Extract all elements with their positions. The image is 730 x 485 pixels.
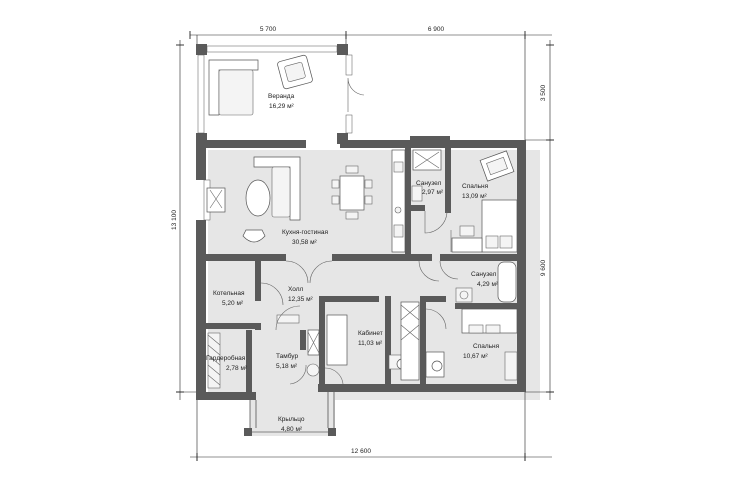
veranda-structure xyxy=(196,44,365,144)
dimension-lines xyxy=(176,31,554,461)
room-bath2-name: Санузел xyxy=(471,271,497,278)
room-boiler-name: Котельная xyxy=(213,290,245,297)
dim-right-lower: 9 600 xyxy=(540,259,547,276)
bathroom-1-fixtures xyxy=(411,149,448,234)
room-wardrobe-name: Гардеробная xyxy=(206,354,246,362)
room-bedroom2-area: 10,67 м² xyxy=(463,353,489,360)
room-kitchen-area: 30,58 м² xyxy=(292,239,318,246)
dim-left: 13 100 xyxy=(171,210,178,230)
room-bedroom1-name: Спальня xyxy=(462,183,489,190)
dim-bottom: 12 600 xyxy=(351,448,371,455)
bathroom-2-fixtures xyxy=(439,260,517,303)
porch-structure xyxy=(244,392,336,436)
entrance-details xyxy=(207,305,320,389)
room-labels: Веранда 16,29 м² Кухня-гостиная 30,58 м²… xyxy=(206,93,500,433)
room-office-area: 11,03 м² xyxy=(358,340,383,347)
room-boiler-area: 5,20 м² xyxy=(222,300,244,307)
room-veranda-name: Веранда xyxy=(268,93,295,100)
room-kitchen-name: Кухня-гостиная xyxy=(282,229,328,236)
room-bedroom2-name: Спальня xyxy=(473,343,500,350)
kitchen-living-furniture xyxy=(203,149,406,253)
room-office-name: Кабинет xyxy=(358,329,383,337)
hall-details xyxy=(260,260,440,324)
building-shadow xyxy=(208,150,540,436)
room-porch-area: 4,80 м² xyxy=(281,426,303,433)
room-porch-name: Крыльцо xyxy=(278,416,305,423)
interior-walls xyxy=(206,148,526,400)
room-bedroom1-area: 13,09 м² xyxy=(462,193,488,200)
exterior-walls xyxy=(196,136,526,400)
room-bath1-area: 2,97 м² xyxy=(422,189,444,196)
room-hall-area: 12,35 м² xyxy=(288,296,314,303)
room-wardrobe-area: 2,78 м² xyxy=(226,365,248,372)
room-veranda-area: 16,29 м² xyxy=(269,103,295,110)
dim-top-right: 6 900 xyxy=(428,26,445,33)
room-bath2-area: 4,29 м² xyxy=(477,281,499,288)
room-vestibule-name: Тамбур xyxy=(276,352,298,360)
dim-top-left: 5 700 xyxy=(260,26,277,33)
office-furniture xyxy=(324,301,420,385)
room-vestibule-area: 5,18 м² xyxy=(276,363,298,370)
bedroom-2-furniture xyxy=(425,308,518,381)
bedroom-1-furniture xyxy=(450,150,518,253)
room-hall-name: Холл xyxy=(288,286,304,293)
dim-right-upper: 3 500 xyxy=(540,84,547,101)
room-bath1-name: Санузел xyxy=(416,180,442,187)
